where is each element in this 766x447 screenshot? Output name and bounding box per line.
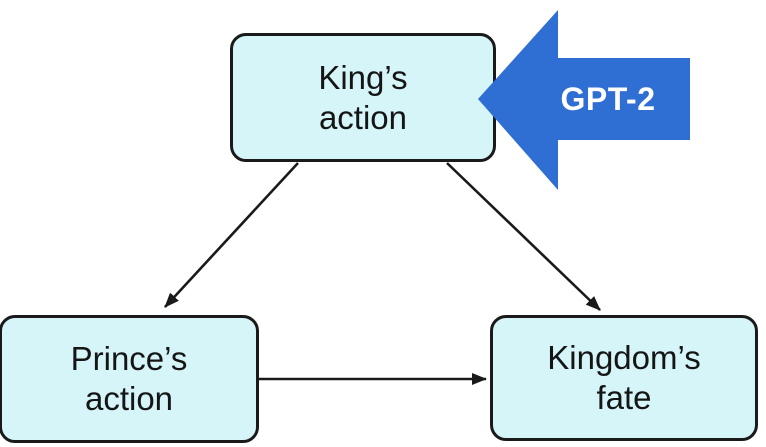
gpt2-label: GPT-2 — [560, 80, 656, 117]
node-kingdoms-fate-label: Kingdom’s fate — [547, 339, 701, 416]
node-princes-action-label: Prince’s action — [70, 340, 188, 417]
node-princes-action: Prince’s action — [0, 315, 259, 443]
node-kings-action-label: King’s action — [318, 58, 408, 136]
node-kingdoms-fate: Kingdom’s fate — [490, 315, 758, 441]
edge-king-to-kingdom-arrow — [446, 162, 601, 311]
node-kings-action: King’s action — [230, 33, 496, 162]
edge-king-to-prince-arrow — [164, 162, 299, 308]
